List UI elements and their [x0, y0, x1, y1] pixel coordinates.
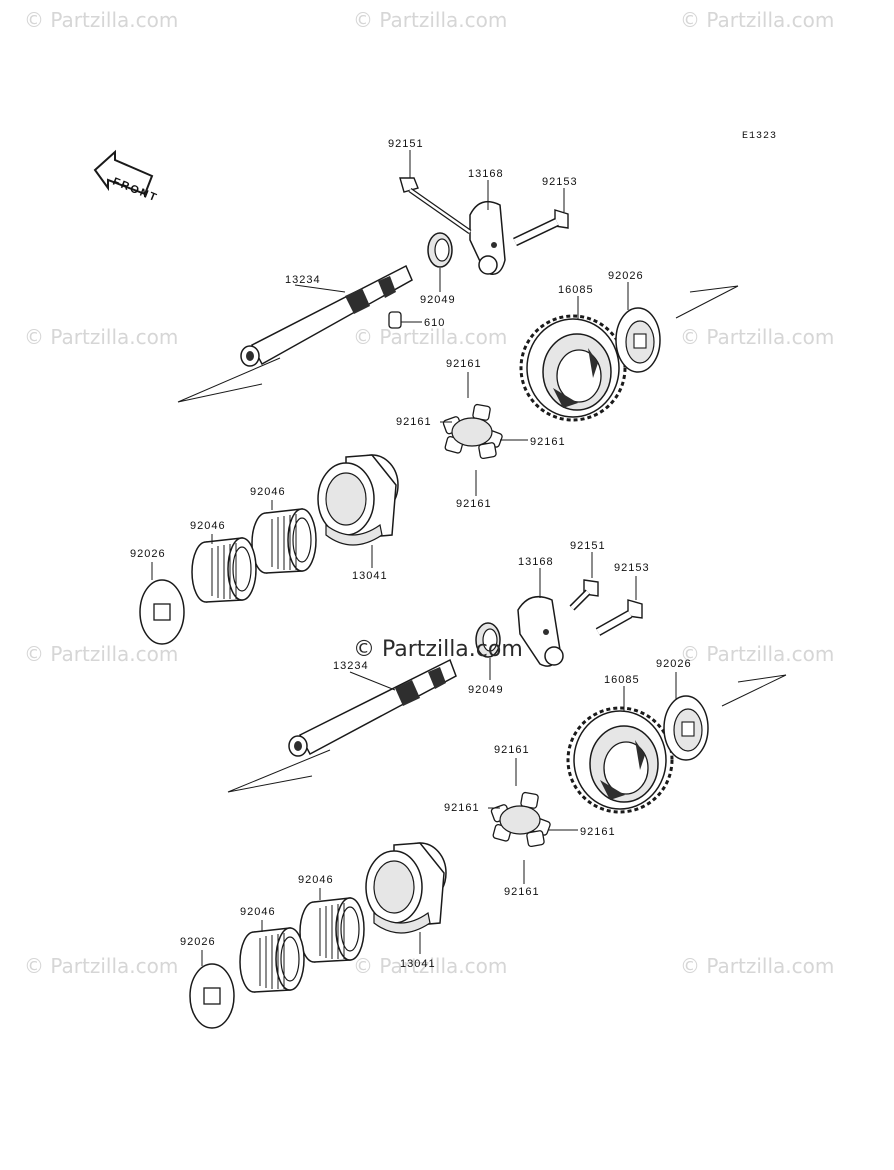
part-label[interactable]: 13234: [333, 660, 369, 672]
watermark: © Partzilla.com: [680, 642, 835, 666]
watermark: © Partzilla.com: [24, 8, 179, 32]
washer-icon: [615, 307, 661, 373]
part-label[interactable]: 92161: [444, 802, 480, 814]
part-label[interactable]: 92161: [580, 826, 616, 838]
bolt-icon: [595, 599, 643, 636]
oil-seal-icon: [475, 622, 501, 658]
part-label[interactable]: 92161: [504, 886, 540, 898]
part-label[interactable]: 92049: [468, 684, 504, 696]
oil-seal-icon: [427, 232, 453, 268]
part-label[interactable]: 92026: [130, 548, 166, 560]
part-label[interactable]: 92161: [530, 436, 566, 448]
part-label[interactable]: 92153: [614, 562, 650, 574]
washer-icon: [139, 579, 185, 645]
lever-icon: [517, 595, 564, 667]
watermark: © Partzilla.com: [353, 954, 508, 978]
centerline: [177, 285, 739, 403]
needle-bearing-icon: [239, 927, 305, 993]
part-label[interactable]: 92161: [446, 358, 482, 370]
dowel-pin-icon: [388, 311, 402, 329]
needle-bearing-icon: [251, 508, 317, 574]
watermark: © Partzilla.com: [353, 8, 508, 32]
part-label[interactable]: 610: [424, 317, 446, 329]
part-label[interactable]: 13234: [285, 274, 321, 286]
bolt-icon: [399, 177, 472, 235]
centerline: [227, 674, 787, 793]
part-label[interactable]: 16085: [558, 284, 594, 296]
center-watermark: © Partzilla.com: [353, 637, 523, 662]
part-label[interactable]: 92046: [298, 874, 334, 886]
leader-lines: [201, 552, 677, 966]
watermark: © Partzilla.com: [24, 954, 179, 978]
watermark: © Partzilla.com: [24, 325, 179, 349]
part-label[interactable]: 92049: [420, 294, 456, 306]
leader-lines: [151, 150, 629, 580]
part-label[interactable]: 92026: [656, 658, 692, 670]
part-label[interactable]: 92161: [456, 498, 492, 510]
balancer-weight-icon: [317, 454, 399, 546]
needle-bearing-icon: [299, 897, 365, 963]
part-label[interactable]: 13041: [352, 570, 388, 582]
part-label[interactable]: 92026: [608, 270, 644, 282]
watermark: © Partzilla.com: [24, 642, 179, 666]
part-label[interactable]: 92026: [180, 936, 216, 948]
part-label[interactable]: 13041: [400, 958, 436, 970]
bolt-icon: [513, 209, 569, 247]
bolt-icon: [569, 579, 599, 611]
part-label[interactable]: 13168: [468, 168, 504, 180]
rubber-damper-icon: [441, 403, 504, 460]
part-label[interactable]: 92151: [570, 540, 606, 552]
washer-icon: [663, 695, 709, 761]
balancer-weight-icon: [365, 842, 447, 934]
part-label[interactable]: 92046: [240, 906, 276, 918]
part-label[interactable]: 92046: [190, 520, 226, 532]
part-label[interactable]: 92153: [542, 176, 578, 188]
part-label[interactable]: 13168: [518, 556, 554, 568]
watermark: © Partzilla.com: [680, 8, 835, 32]
watermark: © Partzilla.com: [353, 325, 508, 349]
front-arrow-icon: FRONT: [93, 149, 160, 205]
part-label[interactable]: 16085: [604, 674, 640, 686]
shaft-icon: [288, 658, 457, 757]
part-label[interactable]: 92161: [494, 744, 530, 756]
watermark: © Partzilla.com: [680, 325, 835, 349]
gear-icon: [566, 706, 674, 814]
part-label[interactable]: 92151: [388, 138, 424, 150]
washer-icon: [189, 963, 235, 1029]
shaft-icon: [240, 264, 413, 367]
rubber-damper-icon: [489, 791, 552, 848]
needle-bearing-icon: [191, 537, 257, 603]
watermark: © Partzilla.com: [680, 954, 835, 978]
gear-icon: [519, 314, 627, 422]
part-label[interactable]: 92046: [250, 486, 286, 498]
lever-icon: [469, 200, 506, 275]
part-label[interactable]: 92161: [396, 416, 432, 428]
diagram-id: E1323: [742, 131, 778, 142]
